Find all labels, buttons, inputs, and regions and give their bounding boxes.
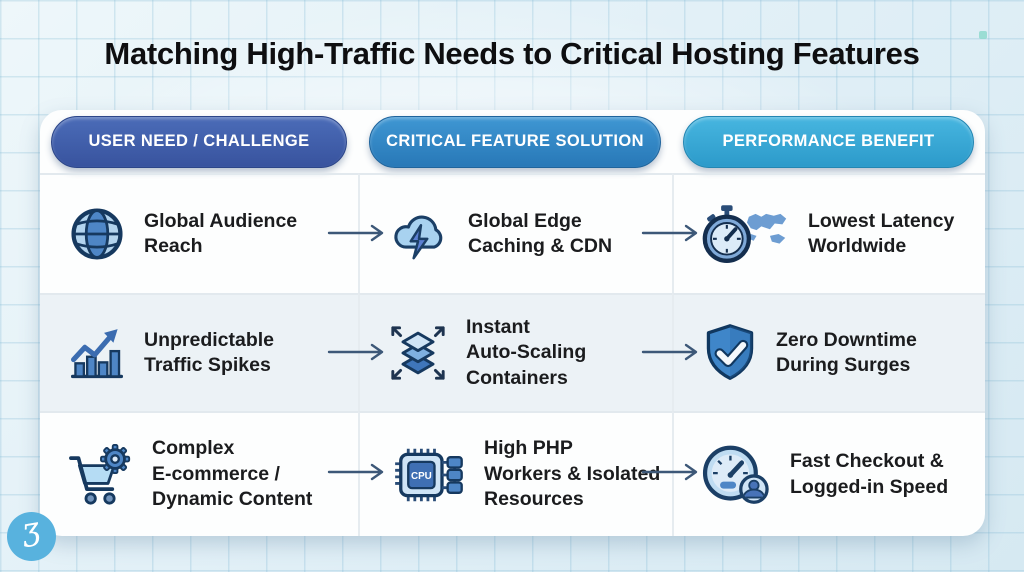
- cell-row3-benefit: Fast Checkout & Logged-in Speed: [672, 411, 985, 536]
- flow-arrow-icon: [327, 343, 384, 361]
- cell-row2-need: Unpredictable Traffic Spikes: [40, 293, 358, 411]
- header-cell-benefit: PERFORMANCE BENEFIT: [672, 110, 985, 173]
- flow-arrow-icon: [641, 224, 698, 242]
- cloud-lightning-icon: [387, 204, 451, 264]
- auto-scaling-layers-icon: [387, 322, 449, 384]
- column-header-critical-feature: CRITICAL FEATURE SOLUTION: [369, 115, 661, 168]
- cpu-chip-icon: CPU: [387, 445, 467, 505]
- benefit-label: Zero Downtime During Surges: [776, 328, 917, 376]
- cell-row2-solution: Instant Auto-Scaling Containers: [358, 293, 672, 411]
- cell-row2-benefit: Zero Downtime During Surges: [672, 293, 985, 411]
- brand-logo-glyph: Ʒ: [19, 516, 44, 556]
- decor-dot: [979, 31, 987, 39]
- traffic-spike-chart-icon: [67, 323, 127, 383]
- comparison-table: USER NEED / CHALLENGE CRITICAL FEATURE S…: [40, 110, 985, 536]
- solution-label: Instant Auto-Scaling Containers: [466, 315, 587, 389]
- cart-gear-icon: [67, 443, 135, 506]
- speedometer-user-icon: [701, 444, 773, 506]
- need-label: Global Audience Reach: [144, 209, 298, 257]
- flow-arrow-icon: [327, 463, 384, 481]
- flow-arrow-icon: [641, 343, 698, 361]
- header-cell-need: USER NEED / CHALLENGE: [40, 110, 358, 173]
- need-label: Unpredictable Traffic Spikes: [144, 328, 275, 376]
- cpu-chip-label: CPU: [411, 471, 432, 482]
- benefit-label: Lowest Latency Worldwide: [808, 209, 955, 257]
- column-header-user-need: USER NEED / CHALLENGE: [51, 115, 347, 168]
- brand-logo: Ʒ: [7, 512, 56, 561]
- stopwatch-world-map-icon: [701, 203, 791, 265]
- cell-row1-solution: Global Edge Caching & CDN: [358, 173, 672, 293]
- cell-row1-benefit: Lowest Latency Worldwide: [672, 173, 985, 293]
- flow-arrow-icon: [327, 224, 384, 242]
- benefit-label: Fast Checkout & Logged-in Speed: [790, 450, 949, 498]
- solution-label: Global Edge Caching & CDN: [468, 209, 613, 257]
- need-label: Complex E-commerce / Dynamic Content: [152, 437, 313, 511]
- cell-row3-need: Complex E-commerce / Dynamic Content: [40, 411, 358, 536]
- header-cell-solution: CRITICAL FEATURE SOLUTION: [358, 110, 672, 173]
- shield-check-icon: [701, 323, 759, 383]
- cell-row3-solution: CPU High PHP Workers & Isolated Resource…: [358, 411, 672, 536]
- globe-icon: [67, 204, 127, 264]
- cell-row1-need: Global Audience Reach: [40, 173, 358, 293]
- solution-label: High PHP Workers & Isolated Resources: [484, 437, 661, 511]
- column-header-performance-benefit: PERFORMANCE BENEFIT: [683, 115, 974, 168]
- page-title: Matching High-Traffic Needs to Critical …: [104, 36, 920, 71]
- flow-arrow-icon: [641, 463, 698, 481]
